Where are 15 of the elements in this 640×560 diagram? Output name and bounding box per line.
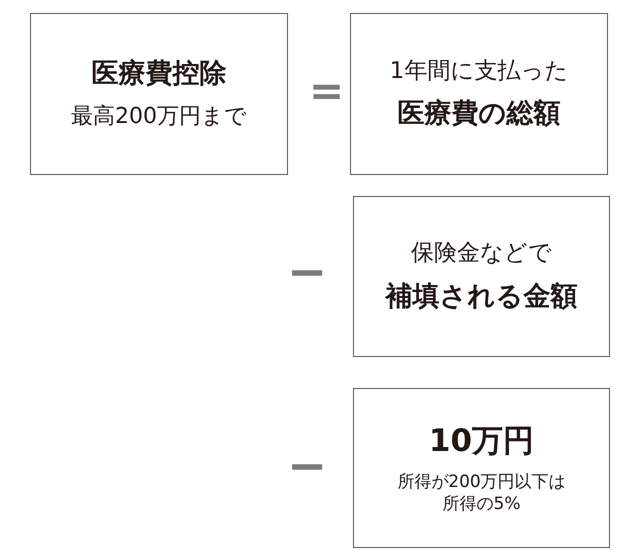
- term-note: 所得が200万円以下は所得の5%: [396, 471, 567, 516]
- term-heading: 補填される金額: [386, 280, 578, 314]
- term-box: [353, 196, 610, 357]
- term-box: [30, 13, 288, 175]
- term-note: 最高200万円まで: [71, 103, 247, 132]
- term-box: [353, 388, 610, 548]
- minus-sign: −: [287, 248, 328, 296]
- term-heading: 医療費控除: [92, 57, 226, 92]
- equals-sign: =: [309, 70, 344, 112]
- term-heading: 10万円: [428, 422, 534, 461]
- term-text: 保険金などで: [411, 239, 552, 268]
- minus-sign: −: [287, 442, 328, 490]
- term-box: [350, 13, 608, 175]
- term-heading: 医療費の総額: [398, 97, 560, 132]
- term-text: 1年間に支払った: [390, 56, 568, 86]
